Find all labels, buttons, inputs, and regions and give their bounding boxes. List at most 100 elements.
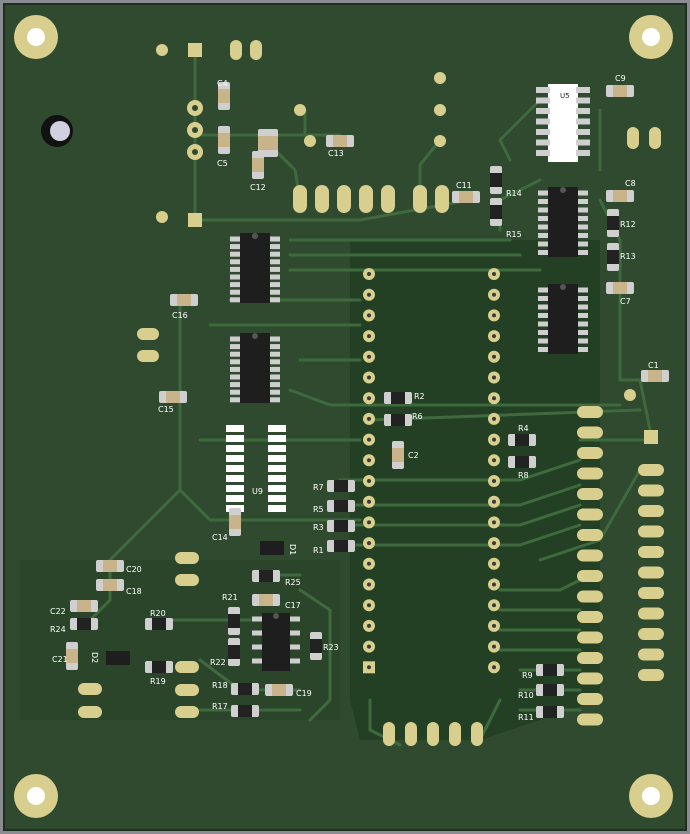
silk-r19: R19 [150,677,166,686]
smd-resistor [327,520,355,532]
ic-soic-top [230,233,280,303]
silk-r6: R6 [412,412,423,421]
header-pad [577,631,603,644]
ic-packages [106,84,590,671]
silk-c19: C19 [296,689,312,698]
header-pad [638,505,664,517]
smd-capacitor [641,370,669,382]
smd-resistor [327,540,355,552]
smd-resistor [228,638,240,666]
silk-r18: R18 [212,681,228,690]
silk-c4: C4 [217,79,228,88]
oval-pad-row-top [78,40,661,746]
smd-capacitor [606,85,634,97]
silk-c21: C21 [52,655,68,664]
smd-capacitor [392,441,404,469]
silk-r22: R22 [210,658,226,667]
header-pad [577,611,603,623]
header-pad [577,652,603,664]
header-column-b [638,464,664,681]
silk-r8: R8 [518,471,529,480]
smd-resistor [607,209,619,237]
header-pad [577,467,603,480]
smd-capacitor [326,135,354,147]
d1-label: D1 [288,544,297,555]
silkscreen-labels: C1C2C4C5C7C8C9C11C12C13C14C15C16C17C18C1… [50,74,659,722]
silk-r2: R2 [414,392,425,401]
silk-c9: C9 [615,74,626,83]
silk-c2: C2 [408,451,419,460]
silk-c14: C14 [212,533,228,542]
header-pad [638,607,664,620]
header-pad [638,546,664,558]
header-pad [638,669,664,681]
smd-capacitor [252,594,280,606]
silk-r5: R5 [313,505,324,514]
smd-resistor [536,684,564,696]
smd-resistor [536,664,564,676]
smd-resistor [384,392,412,404]
smd-resistor [231,683,259,695]
mcu-pin-column-left [363,268,375,674]
silk-r4: R4 [518,424,529,433]
silk-c20: C20 [126,565,142,574]
silk-r10: R10 [518,691,534,700]
smd-resistor [490,198,502,226]
u5-footprint [536,84,590,162]
header-pad [577,549,603,562]
smd-capacitor [96,560,124,572]
smd-resistor [536,706,564,718]
silk-c13: C13 [328,149,344,158]
header-pad [577,570,603,582]
ic-soic-right-top [538,187,588,257]
smd-capacitor [229,508,241,536]
silk-r20: R20 [150,609,166,618]
smd-resistor [145,661,173,673]
silk-r14: R14 [506,189,522,198]
header-pad [638,525,664,538]
silk-c12: C12 [250,183,266,192]
silk-r1: R1 [313,546,324,555]
smd-capacitor [606,190,634,202]
ground-pour [350,240,600,740]
ic-soic-right-mid [538,284,588,354]
mcu-pin-column-right [488,268,500,674]
smd-capacitor [252,151,264,179]
ic-soic-mid [230,333,280,403]
silk-r9: R9 [522,671,533,680]
smd-resistor [252,570,280,582]
header-pad [638,628,664,640]
silk-r13: R13 [620,252,636,261]
silk-r21: R21 [222,593,238,602]
header-column-a [577,406,603,726]
silk-r24: R24 [50,625,66,634]
header-pad [577,447,603,459]
silk-c16: C16 [172,311,188,320]
smd-resistor [327,480,355,492]
silk-c11: C11 [456,181,472,190]
smd-resistor [490,166,502,194]
silk-c7: C7 [620,297,631,306]
smd-passives [66,82,669,718]
silk-r3: R3 [313,523,324,532]
silk-r11: R11 [518,713,534,722]
header-pad [577,713,603,726]
header-pad [577,508,603,521]
smd-resistor [310,632,322,660]
smd-capacitor [265,684,293,696]
silk-c8: C8 [625,179,636,188]
header-pad [577,693,603,705]
smd-capacitor [452,191,480,203]
smd-capacitor [170,294,198,306]
silk-r12: R12 [620,220,636,229]
header-pad [638,587,664,599]
silk-r25: R25 [285,578,301,587]
through-hole-pads [156,43,658,444]
header-pad [638,648,664,661]
smd-resistor [327,500,355,512]
header-pad [577,426,603,439]
header-pad [638,464,664,476]
smd-resistor [228,607,240,635]
smd-capacitor [606,282,634,294]
u9-label: U9 [252,487,263,496]
